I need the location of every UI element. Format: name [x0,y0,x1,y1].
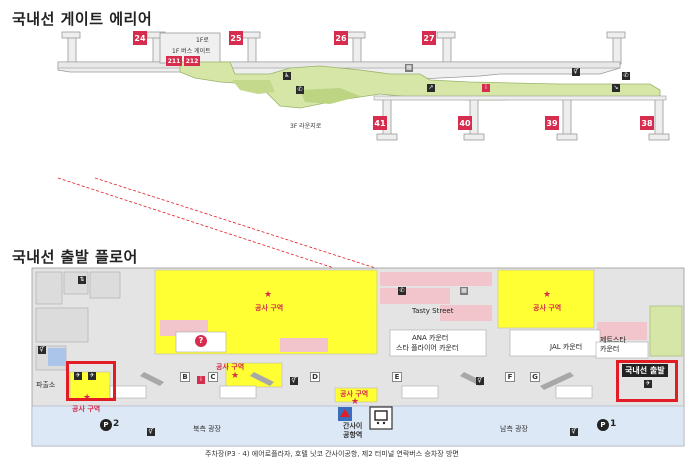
toilet-icon: ⚥ [572,68,580,76]
departure-icon-1: ✈ [74,372,82,380]
door-g: G [530,372,540,382]
restroom-icon-2: ⚥ [38,346,46,354]
departure-highlight-left [66,361,116,401]
elevator-icon: ⇅ [78,276,86,284]
departure-label: 국내선 출발 [622,364,668,377]
gate-40-badge: 40 [458,116,472,130]
ana-counter-label: ANA 카운터 [412,334,449,342]
information-icon: ? [195,335,207,347]
restroom-icon: ♿ [283,72,291,80]
toilet-icon-2: ⚥ [290,377,298,385]
parking-p2-icon: P [100,419,112,431]
departure-icon-3: ✈ [644,380,652,388]
construction-label-2: 공사 구역 [533,304,562,312]
gate-26-badge: 26 [334,31,348,45]
construction-star-1: ★ [264,290,273,300]
gate-38-badge: 38 [640,116,654,130]
bus-gate-label: 1F 버스 게이트 [172,48,211,55]
construction-star-4: ★ [351,397,360,407]
construction-star-2: ★ [543,290,552,300]
gate-211-badge: 211 [166,56,182,66]
jetstar-counter-label-1: 제트스타 [600,336,626,344]
skymark-counter-label: 스타 플라이어 카운터 [396,344,459,352]
info-icon-2: i [197,376,205,384]
jetstar-counter-label-2: 카운터 [600,345,620,353]
tasty-street-label: Tasty Street [412,307,454,315]
door-b: B [180,372,190,382]
toilet-icon-3: ⚥ [476,377,484,385]
construction-star-3: ★ [231,371,240,381]
parking-p2-label: 2 [113,419,120,429]
gate-27-badge: 27 [422,31,436,45]
phone-icon-2: ✆ [622,72,630,80]
door-e: E [392,372,402,382]
construction-label-4: 공사 구역 [340,390,369,398]
south-plaza-label: 남측 광장 [500,425,528,433]
gate-area-title: 국내선 게이트 에리어 [12,10,153,28]
gate-39-badge: 39 [545,116,559,130]
departure-highlight-right [616,360,678,402]
door-d: D [310,372,320,382]
jal-counter-label: JAL 카운터 [550,343,583,351]
phone-icon-3: ✆ [398,287,406,295]
phone-icon: ✆ [296,86,304,94]
parking-p1-label: 1 [610,419,617,429]
construction-label-3: 공사 구역 [216,363,245,371]
gate-25-badge: 25 [229,31,243,45]
restroom-icon-3: ⚥ [147,428,155,436]
construction-label-5: 공사 구역 [72,405,101,413]
door-f: F [505,372,515,382]
info-icon: i [482,84,490,92]
restroom-icon-4: ⚥ [570,428,578,436]
gate-24-badge: 24 [133,31,147,45]
parking-p1-icon: P [597,419,609,431]
gate-212-badge: 212 [184,56,200,66]
construction-label-1: 공사 구역 [255,304,284,312]
stair-label: 1F로 [196,37,209,44]
door-c: C [208,372,218,382]
police-box-label: 파출소 [36,381,56,389]
north-plaza-label: 북측 광장 [193,425,221,433]
shop-icon-2: ▦ [460,287,468,295]
lounge-label: 3F 라운지로 [290,123,322,130]
departure-floor-title: 국내선 출발 플로어 [12,248,138,266]
escalator-icon: ↗ [427,84,435,92]
shop-icon: ▦ [405,64,413,72]
escalator-icon-2: ↘ [612,84,620,92]
footer-text: 주차장(P3 · 4) 에어로플라자, 호텔 닛코 간사이공항, 제2 터미널 … [205,450,459,458]
station-label-2: 공항역 [343,431,363,439]
gate-41-badge: 41 [373,116,387,130]
station-label-1: 간사이 [343,422,363,430]
departure-icon-2: ✈ [88,372,96,380]
